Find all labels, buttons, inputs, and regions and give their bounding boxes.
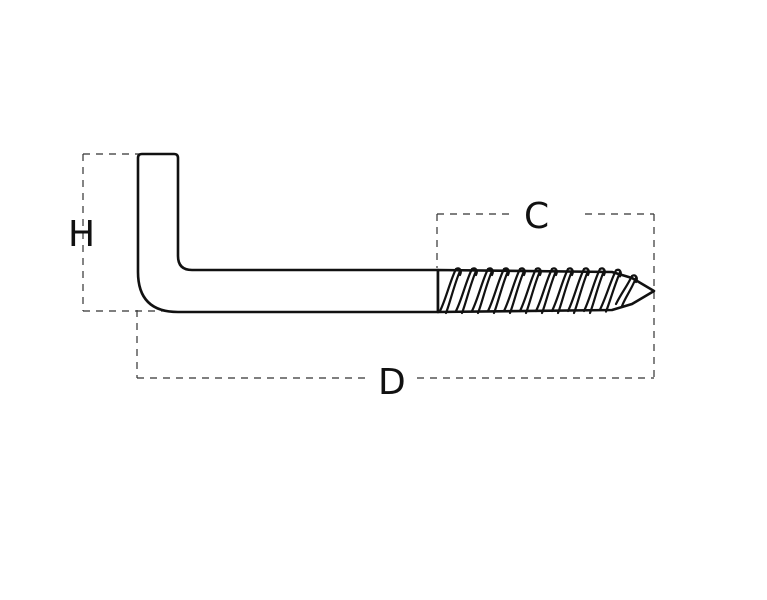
thread-root — [620, 276, 638, 308]
thread-root — [476, 269, 494, 315]
thread-root — [540, 269, 558, 315]
thread-root — [492, 269, 510, 315]
thread-root — [604, 271, 622, 313]
label-c: C — [524, 196, 549, 237]
thread-root — [524, 269, 542, 315]
label-h: H — [68, 214, 95, 255]
thread-root — [460, 269, 478, 315]
thread-root — [572, 269, 590, 315]
threaded-section — [436, 267, 656, 315]
label-d: D — [378, 362, 406, 403]
thread-root — [556, 269, 574, 315]
hook-body — [136, 152, 440, 314]
dimension-c — [436, 213, 655, 378]
dimension-d — [136, 310, 654, 379]
thread-root — [444, 269, 462, 315]
thread-root — [508, 269, 526, 315]
thread-root — [588, 269, 606, 315]
